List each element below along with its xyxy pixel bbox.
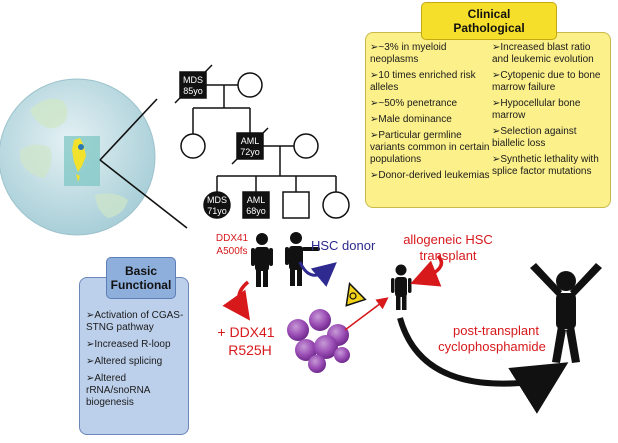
ptcy-line1: post-transplant: [453, 323, 539, 338]
pedigree-chart: [174, 64, 350, 219]
clinical-title-2: Pathological: [453, 21, 525, 35]
variant-arrow: [222, 280, 251, 321]
clinical-header: Clinical Pathological: [421, 2, 557, 40]
ptcy-line2: cyclophosphamide: [438, 339, 546, 354]
grandfather-dx: MDS: [183, 75, 203, 85]
basic-item: ➢Altered splicing: [86, 356, 163, 367]
hsc-donor-label: HSC donor: [311, 238, 376, 253]
clinical-item: ➢Synthetic lethality with splice factor …: [492, 154, 599, 177]
patient-figure: [251, 233, 273, 287]
donor-figure: [285, 232, 320, 286]
ptcy-arrow: [397, 317, 569, 414]
basic-item: ➢Altered rRNA/snoRNA biogenesis: [86, 373, 150, 408]
biohazard-icon: [345, 281, 367, 307]
variant1-line1: DDX41: [216, 233, 249, 244]
basic-list: ➢Activation of CGAS-STNG pathway ➢Increa…: [86, 310, 186, 414]
cell-arrow: [344, 297, 389, 331]
pedigree-child2: [242, 191, 270, 219]
clinical-item: ➢~3% in myeloid neoplasms: [370, 42, 447, 65]
clinical-pathological-box: [365, 32, 611, 208]
clinical-item: ➢Cytopenic due to bone marrow failure: [492, 70, 601, 93]
zoom-line-upper: [99, 98, 158, 161]
basic-item: ➢Activation of CGAS-STNG pathway: [86, 310, 184, 333]
transplant-line2: transplant: [419, 248, 476, 263]
blood-cells: [287, 309, 350, 373]
variant2-line1: + DDX41: [217, 324, 274, 340]
clinical-item: ➢~50% penetrance: [370, 98, 458, 109]
variant1-line2: A500fs: [216, 246, 247, 257]
transplant-arrow: [410, 254, 444, 287]
father-dx: AML: [241, 136, 260, 146]
celebrating-person: [530, 263, 602, 363]
basic-header: Basic Functional: [106, 257, 176, 299]
clinical-item: ➢Donor-derived leukemias: [370, 170, 490, 181]
clinical-item: ➢Male dominance: [370, 114, 452, 125]
clinical-item: ➢Increased blast ratio and leukemic evol…: [492, 42, 594, 65]
father-age: 72yo: [240, 147, 260, 157]
recipient-figure: [391, 264, 412, 310]
clinical-item: ➢Particular germline variants common in …: [370, 130, 490, 165]
location-dot: [78, 144, 84, 150]
child1-age: 71yo: [207, 206, 227, 216]
basic-title-2: Functional: [110, 278, 172, 292]
basic-title-1: Basic: [124, 264, 158, 278]
donor-arrow: [298, 261, 337, 287]
grandfather-age: 85yo: [183, 86, 203, 96]
basic-item: ➢Increased R-loop: [86, 339, 171, 350]
clinical-title-1: Clinical: [467, 7, 511, 21]
globe-map: [0, 78, 156, 236]
child2-dx: AML: [247, 195, 266, 205]
child2-age: 68yo: [246, 206, 266, 216]
variant2-line2: R525H: [228, 342, 272, 358]
clinical-right-list: ➢Increased blast ratio and leukemic evol…: [492, 42, 606, 182]
clinical-item: ➢Hypocellular bone marrow: [492, 98, 581, 121]
clinical-item: ➢10 times enriched risk alleles: [370, 70, 476, 93]
clinical-left-list: ➢~3% in myeloid neoplasms ➢10 times enri…: [370, 42, 492, 186]
pedigree-child1: [203, 191, 231, 219]
transplant-line1: allogeneic HSC: [403, 232, 493, 247]
child1-dx: MDS: [207, 195, 227, 205]
zoom-line-lower: [99, 159, 188, 229]
clinical-item: ➢Selection against biallelic loss: [492, 126, 577, 149]
